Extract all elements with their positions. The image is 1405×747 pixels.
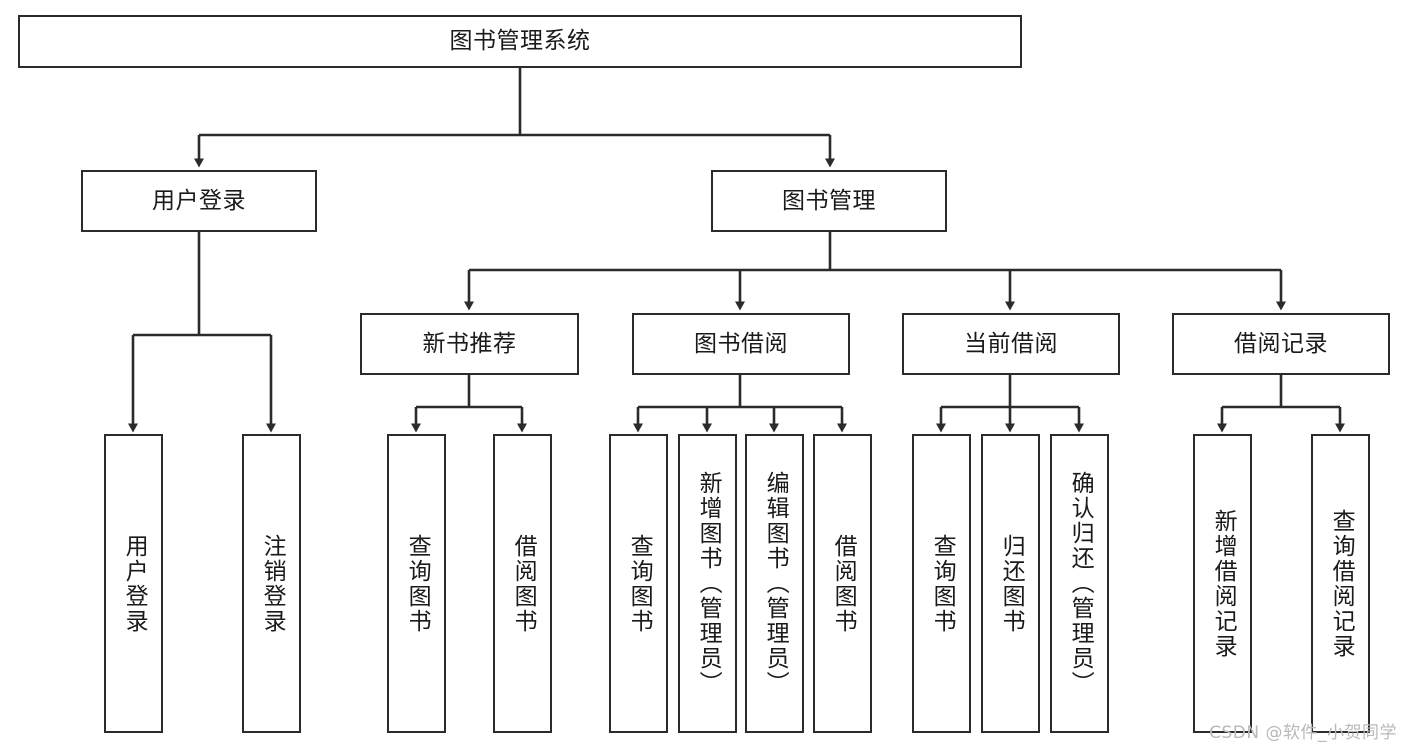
node-leaf-confirm-return[interactable]: 确认归还（管理员） <box>1050 434 1109 733</box>
node-leaf-user-login-label: 用户登录 <box>121 533 148 634</box>
node-leaf-borrow-book-2-label: 借阅图书 <box>830 533 857 634</box>
node-leaf-borrow-book-2[interactable]: 借阅图书 <box>813 434 872 733</box>
node-leaf-add-record-label: 新增借阅记录 <box>1210 508 1237 659</box>
node-leaf-query-book-3-label: 查询图书 <box>929 533 956 634</box>
node-leaf-query-book-1-label: 查询图书 <box>404 533 431 634</box>
node-leaf-query-book-2-label: 查询图书 <box>626 533 653 634</box>
node-leaf-add-book[interactable]: 新增图书（管理员） <box>678 434 737 733</box>
node-leaf-query-record[interactable]: 查询借阅记录 <box>1311 434 1370 733</box>
node-leaf-user-login[interactable]: 用户登录 <box>104 434 163 733</box>
node-book-borrow[interactable]: 图书借阅 <box>632 313 850 375</box>
node-leaf-edit-book-label: 编辑图书（管理员） <box>762 471 789 696</box>
node-leaf-query-record-label: 查询借阅记录 <box>1328 508 1355 659</box>
node-leaf-query-book-1[interactable]: 查询图书 <box>387 434 446 733</box>
node-new-book-recommend-label: 新书推荐 <box>422 330 517 357</box>
node-root-system-label: 图书管理系统 <box>449 28 591 55</box>
node-leaf-return-book[interactable]: 归还图书 <box>981 434 1040 733</box>
node-leaf-borrow-book-1[interactable]: 借阅图书 <box>493 434 552 733</box>
node-user-login[interactable]: 用户登录 <box>81 170 317 232</box>
node-book-manage[interactable]: 图书管理 <box>711 170 947 232</box>
node-new-book-recommend[interactable]: 新书推荐 <box>360 313 579 375</box>
node-leaf-query-book-2[interactable]: 查询图书 <box>609 434 668 733</box>
node-leaf-add-book-label: 新增图书（管理员） <box>695 471 722 696</box>
node-root-system[interactable]: 图书管理系统 <box>18 15 1022 68</box>
node-leaf-query-book-3[interactable]: 查询图书 <box>912 434 971 733</box>
csdn-watermark: CSDN @软件_小贺同学 <box>1209 723 1397 743</box>
node-borrow-record[interactable]: 借阅记录 <box>1172 313 1390 375</box>
node-current-borrow[interactable]: 当前借阅 <box>902 313 1120 375</box>
node-user-login-label: 用户登录 <box>152 187 246 214</box>
node-leaf-confirm-return-label: 确认归还（管理员） <box>1067 471 1094 696</box>
node-leaf-add-record[interactable]: 新增借阅记录 <box>1193 434 1252 733</box>
node-current-borrow-label: 当前借阅 <box>964 330 1058 357</box>
node-leaf-logout[interactable]: 注销登录 <box>242 434 301 733</box>
node-book-manage-label: 图书管理 <box>782 187 876 214</box>
node-leaf-borrow-book-1-label: 借阅图书 <box>510 533 537 634</box>
node-book-borrow-label: 图书借阅 <box>694 330 788 357</box>
node-borrow-record-label: 借阅记录 <box>1234 330 1328 357</box>
node-leaf-return-book-label: 归还图书 <box>998 533 1025 634</box>
node-leaf-logout-label: 注销登录 <box>259 533 286 634</box>
node-leaf-edit-book[interactable]: 编辑图书（管理员） <box>745 434 804 733</box>
